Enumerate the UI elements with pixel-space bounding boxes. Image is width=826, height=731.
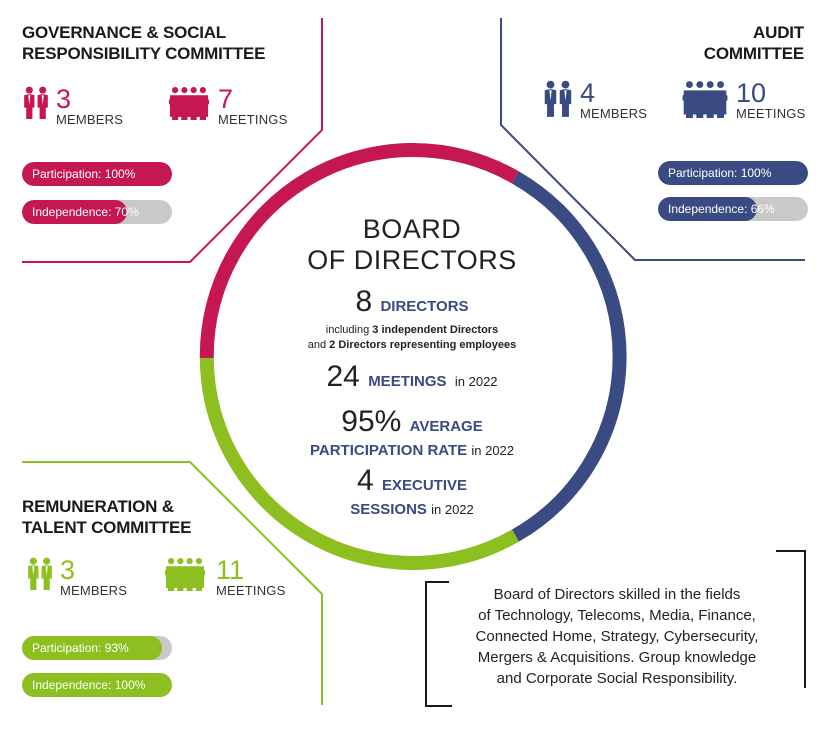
governance-meetings-stat: 7 MEETINGS (168, 86, 288, 127)
people-pair-icon (24, 86, 48, 119)
remuneration-members-stat: 3 MEMBERS (26, 557, 127, 598)
audit-members-label: MEMBERS (580, 106, 648, 121)
people-pair-icon (544, 80, 572, 117)
audit-title-line1: AUDIT (753, 23, 804, 42)
board-sessions-label-line1: EXECUTIVE (382, 477, 468, 494)
audit-independence-fill (658, 197, 757, 221)
skills-line2: of Technology, Telecoms, Media, Finance, (478, 607, 756, 624)
board-meetings-year: in 2022 (454, 374, 498, 389)
board-rate-label-line1: AVERAGE (409, 418, 483, 435)
board-directors: 8 DIRECTORS (262, 286, 562, 323)
governance-independence-label: Independence: 70% (32, 205, 139, 219)
governance-title-line1: GOVERNANCE & SOCIAL (22, 23, 226, 42)
governance-meetings-label: MEETINGS (218, 112, 288, 127)
audit-meetings-label: MEETINGS (736, 106, 806, 121)
remuneration-participation-fill (22, 636, 162, 660)
remuneration-independence-label: Independence: 100% (32, 678, 146, 692)
governance-title-line2: RESPONSIBILITY COMMITTEE (22, 44, 266, 63)
governance-participation-label: Participation: 100% (32, 167, 136, 181)
audit-independence-bar: Independence: 66% (658, 197, 808, 221)
remuneration-members-label: MEMBERS (60, 583, 128, 598)
meeting-group-icon (164, 558, 206, 591)
gov-connector (22, 18, 323, 263)
skills-line5: and Corporate Social Responsibility. (496, 670, 738, 687)
audit-committee-title: AUDIT COMMITTEE (704, 22, 804, 64)
board-and-text: and (307, 339, 327, 351)
remuneration-meetings-label: MEETINGS (216, 583, 286, 598)
board-independent-directors: 3 independent Directors (372, 324, 499, 336)
remuneration-committee-title: REMUNERATION & TALENT COMMITTEE (22, 496, 192, 538)
audit-meetings-count: 10 (736, 78, 767, 108)
governance-members-label: MEMBERS (56, 112, 124, 127)
audit-participation-bar: Participation: 100% (658, 161, 808, 185)
audit-participation-fill (658, 161, 808, 185)
board-rate-label-line2: PARTICIPATION RATE (309, 442, 468, 459)
people-pair-icon (28, 557, 52, 590)
audit-title-line2: COMMITTEE (703, 44, 804, 63)
meeting-group-icon (168, 87, 210, 120)
board-ring-gov-segment (199, 143, 519, 359)
board-skills-text: Board of Directors skilled in the fields… (436, 584, 798, 689)
governance-meetings-count: 7 (218, 84, 234, 114)
remuneration-independence-bar: Independence: 100% (22, 673, 172, 697)
remuneration-title-line1: REMUNERATION & (22, 497, 174, 516)
governance-independence-fill (22, 200, 127, 224)
governance-members-count: 3 (56, 84, 72, 114)
skills-bracket-top-right (776, 550, 806, 688)
board-ring-audit-segment (511, 171, 627, 542)
board-title-line2: OF DIRECTORS (307, 245, 517, 275)
governance-participation-fill (22, 162, 172, 186)
rem-connector (22, 461, 323, 705)
meeting-group-icon (682, 81, 728, 118)
remuneration-meetings-stat: 11 MEETINGS (164, 557, 286, 598)
board-executive-sessions: 4 EXECUTIVE SESSIONS in 2022 (262, 464, 562, 520)
audit-members-count: 4 (580, 78, 596, 108)
board-rate-value: 95% (341, 405, 402, 438)
board-directors-label: DIRECTORS (380, 298, 469, 315)
remuneration-participation-bar: Participation: 93% (22, 636, 172, 660)
board-employee-directors: 2 Directors representing employees (329, 339, 517, 351)
governance-independence-bar: Independence: 70% (22, 200, 172, 224)
board-sessions-year: in 2022 (431, 502, 474, 517)
skills-line1: Board of Directors skilled in the fields (493, 586, 741, 603)
board-including-text: including (325, 324, 370, 336)
skills-line4: Mergers & Acquisitions. Group knowledge (477, 649, 757, 666)
board-meetings-count: 24 (326, 360, 360, 393)
audit-independence-label: Independence: 66% (668, 202, 775, 216)
governance-members-stat: 3 MEMBERS (22, 86, 123, 127)
remuneration-independence-fill (22, 673, 172, 697)
board-title-line1: BOARD (362, 214, 462, 244)
remuneration-meetings-count: 11 (216, 555, 245, 585)
skills-line3: Connected Home, Strategy, Cybersecurity, (475, 628, 759, 645)
board-rate-year: in 2022 (471, 443, 515, 458)
board-sessions-count: 4 (356, 464, 374, 497)
board-meetings-label: MEETINGS (368, 373, 447, 390)
board-directors-count: 8 (355, 285, 373, 318)
skills-bracket-bottom-left (425, 581, 452, 707)
remuneration-participation-label: Participation: 93% (32, 641, 129, 655)
governance-committee-title: GOVERNANCE & SOCIAL RESPONSIBILITY COMMI… (22, 22, 265, 64)
audit-members-stat: 4 MEMBERS (542, 80, 647, 121)
audit-participation-label: Participation: 100% (668, 166, 772, 180)
audit-connector (500, 18, 805, 261)
remuneration-title-line2: TALENT COMMITTEE (22, 518, 192, 537)
board-directors-detail: including 3 independent Directors and 2 … (262, 323, 562, 353)
governance-participation-bar: Participation: 100% (22, 162, 172, 186)
board-sessions-label-line2: SESSIONS (350, 501, 427, 518)
board-ring-rem-segment (199, 358, 519, 570)
audit-meetings-stat: 10 MEETINGS (682, 80, 806, 121)
board-meetings: 24 MEETINGS in 2022 (262, 361, 562, 398)
board-title: BOARD OF DIRECTORS (262, 214, 562, 276)
board-participation-rate: 95% AVERAGE PARTICIPATION RATE in 2022 (262, 407, 562, 460)
remuneration-members-count: 3 (60, 555, 76, 585)
